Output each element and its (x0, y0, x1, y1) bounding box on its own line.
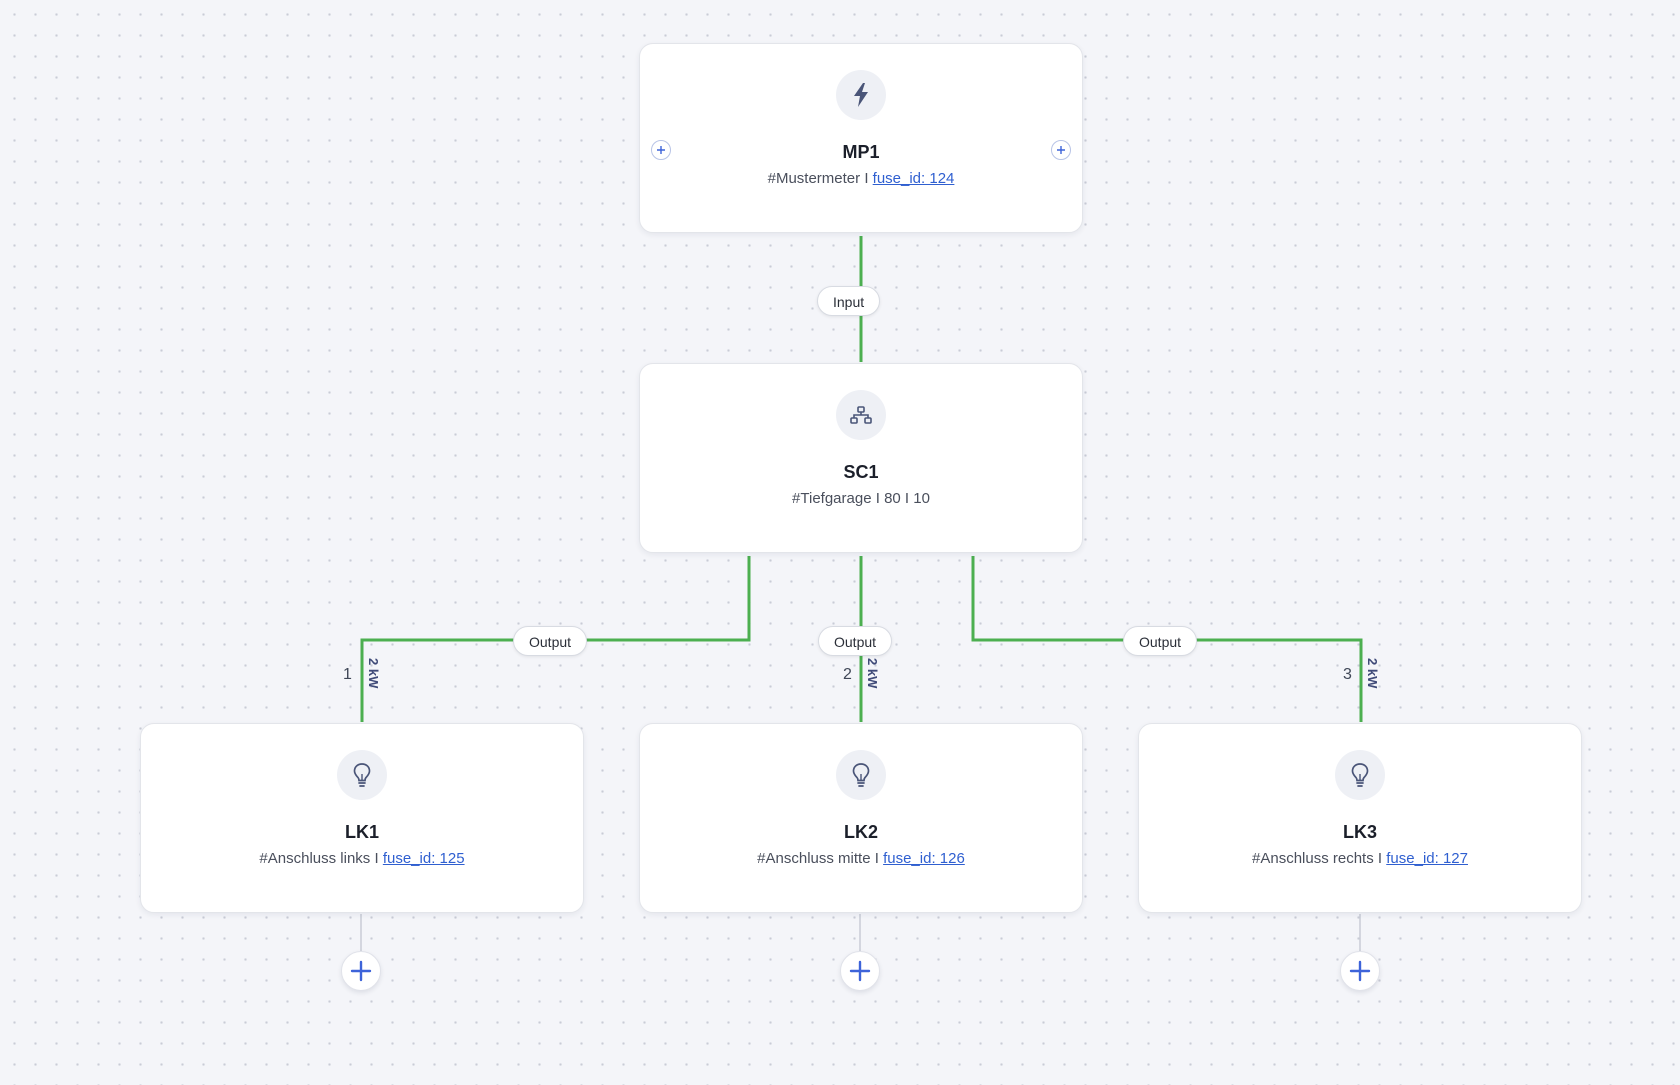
edge-power-2: 2 kW (865, 658, 880, 689)
node-lk1-icon-wrap (337, 750, 387, 800)
edge-label-input[interactable]: Input (817, 286, 881, 316)
separator: I (374, 850, 379, 867)
edge-label-output-3[interactable]: Output (1123, 626, 1198, 656)
lightning-bolt-icon (854, 83, 868, 107)
edge-label-output-2[interactable]: Output (818, 626, 893, 656)
node-subtitle: #Anschluss links I fuse_id: 125 (141, 850, 583, 867)
plus-icon (657, 146, 665, 154)
edge-power-1: 2 kW (366, 658, 381, 689)
node-sc1-icon-wrap (836, 390, 886, 440)
node-title: LK3 (1342, 822, 1377, 842)
node-mp1-icon-wrap (836, 70, 886, 120)
node-subtitle: #Anschluss rechts I fuse_id: 127 (1139, 850, 1581, 867)
node-sc1[interactable]: SC1 #Tiefgarage I 80 I 10 (639, 363, 1083, 553)
edge-number-2: 2 (843, 666, 852, 683)
separator: I (1377, 850, 1383, 867)
node-lk3[interactable]: LK3 #Anschluss rechts I fuse_id: 127 (1138, 723, 1582, 913)
lightbulb-icon (1351, 763, 1369, 787)
add-left-button[interactable] (651, 140, 671, 160)
node-tag: #Anschluss links (259, 850, 371, 867)
lightbulb-icon (353, 763, 371, 787)
node-tag: #Anschluss rechts (1252, 850, 1374, 867)
node-lk2-icon-wrap (836, 750, 886, 800)
node-value-b: 10 (913, 490, 930, 507)
edge-power-3: 2 kW (1365, 658, 1380, 689)
node-tag: #Tiefgarage (792, 490, 872, 507)
node-lk3-icon-wrap (1335, 750, 1385, 800)
node-title: LK2 (843, 822, 878, 842)
add-child-lk2-button[interactable] (840, 951, 880, 991)
add-right-button[interactable] (1051, 140, 1071, 160)
plus-icon (1057, 146, 1065, 154)
edge-label-output-1[interactable]: Output (513, 626, 588, 656)
node-subtitle: #Tiefgarage I 80 I 10 (640, 490, 1082, 507)
plus-icon (1349, 960, 1371, 982)
separator: I (904, 490, 910, 507)
lightbulb-icon (852, 763, 870, 787)
plus-icon (849, 960, 871, 982)
node-title: LK1 (344, 822, 379, 842)
edge-number-1: 1 (343, 666, 352, 683)
fuse-id-link[interactable]: fuse_id: 126 (883, 850, 965, 867)
node-lk1[interactable]: LK1 #Anschluss links I fuse_id: 125 (140, 723, 584, 913)
node-mp1[interactable]: MP1 #Mustermeter I fuse_id: 124 (639, 43, 1083, 233)
add-child-lk3-button[interactable] (1340, 951, 1380, 991)
fuse-id-link[interactable]: fuse_id: 125 (382, 850, 465, 867)
node-title: MP1 (842, 142, 880, 162)
separator: I (875, 490, 880, 507)
edge-number-3: 3 (1343, 666, 1352, 683)
node-value-a: 80 (884, 490, 901, 507)
node-subtitle: #Mustermeter I fuse_id: 124 (640, 170, 1082, 187)
node-lk2[interactable]: LK2 #Anschluss mitte I fuse_id: 126 (639, 723, 1083, 913)
node-title: SC1 (843, 462, 879, 482)
add-child-lk1-button[interactable] (341, 951, 381, 991)
fuse-id-link[interactable]: fuse_id: 124 (872, 170, 955, 187)
node-tag: #Anschluss mitte (757, 850, 871, 867)
node-subtitle: #Anschluss mitte I fuse_id: 126 (640, 850, 1082, 867)
plus-icon (350, 960, 372, 982)
fuse-id-link[interactable]: fuse_id: 127 (1386, 850, 1468, 867)
separator: I (874, 850, 879, 867)
separator: I (864, 170, 869, 187)
network-hierarchy-icon (850, 406, 872, 424)
node-tag: #Mustermeter (767, 170, 861, 187)
